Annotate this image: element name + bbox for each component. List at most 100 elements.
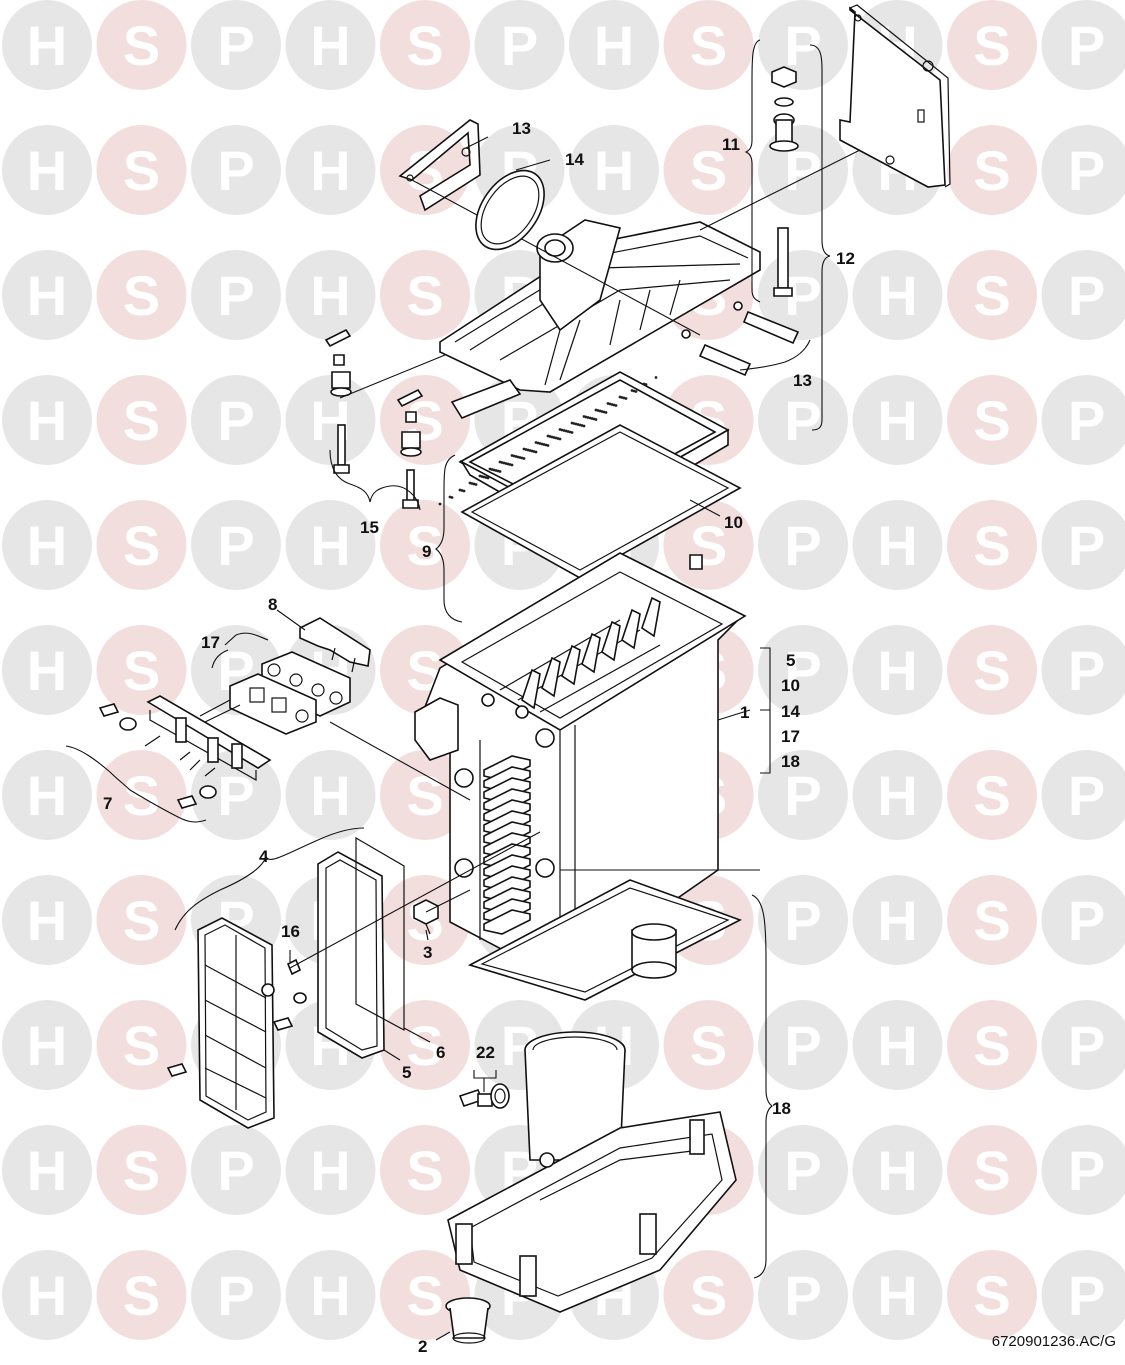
perforation: [605, 411, 608, 414]
watermark-letter: S: [973, 514, 1010, 577]
watermark-letter: H: [27, 764, 67, 827]
cover-plate-4: [168, 918, 306, 1128]
perforation: [559, 438, 562, 441]
perforation: [439, 503, 442, 506]
watermark-letter: S: [973, 14, 1010, 77]
label-10-gasket: 10: [724, 513, 743, 532]
watermark-letter: S: [973, 764, 1010, 827]
perforation: [571, 431, 574, 434]
watermark-letter: S: [123, 139, 160, 202]
watermark-letter: P: [1068, 1014, 1105, 1077]
watermark-letter: P: [784, 14, 821, 77]
door-gasket-5: [318, 852, 384, 1058]
watermark-letter: S: [123, 1139, 160, 1202]
label-1: 1: [740, 703, 749, 722]
watermark-letter: H: [27, 264, 67, 327]
watermark-letter: P: [784, 889, 821, 952]
watermark-letter: H: [877, 514, 917, 577]
watermark-letter: P: [217, 139, 254, 202]
watermark-letter: H: [27, 389, 67, 452]
watermark-letter: S: [123, 889, 160, 952]
watermark-letter: S: [973, 1014, 1010, 1077]
watermark-letter: H: [310, 264, 350, 327]
label-18-sump: 18: [772, 1099, 791, 1118]
watermark-letter: H: [27, 514, 67, 577]
watermark-letter: H: [27, 1264, 67, 1327]
watermark-letter: P: [784, 764, 821, 827]
perforation: [645, 383, 648, 386]
watermark-letter: H: [27, 639, 67, 702]
watermark-letter: S: [690, 14, 727, 77]
label-5-list: 5: [786, 651, 795, 670]
watermark-letter: P: [784, 1264, 821, 1327]
watermark-letter: H: [310, 139, 350, 202]
watermark-letter: S: [973, 889, 1010, 952]
watermark-letter: S: [406, 264, 443, 327]
watermark-letter: H: [594, 14, 634, 77]
watermark-letter: P: [1068, 14, 1105, 77]
watermark-letter: S: [406, 1264, 443, 1327]
watermark-letter: H: [27, 889, 67, 952]
label-9: 9: [422, 542, 431, 561]
label-22: 22: [476, 1043, 495, 1062]
watermark-letter: H: [27, 139, 67, 202]
watermark-letter: S: [973, 639, 1010, 702]
watermark-letter: H: [877, 1014, 917, 1077]
watermark-letter: P: [217, 264, 254, 327]
label-16: 16: [281, 922, 300, 941]
watermark-letter: H: [594, 139, 634, 202]
watermark-letter: P: [1068, 1139, 1105, 1202]
watermark-letter: S: [123, 389, 160, 452]
watermark-letter: P: [217, 764, 254, 827]
watermark-letter: S: [123, 1264, 160, 1327]
watermark-letter: S: [973, 139, 1010, 202]
watermark-letter: S: [406, 764, 443, 827]
watermark-letter: S: [973, 1264, 1010, 1327]
watermark-letter: P: [1068, 764, 1105, 827]
watermark-letter: P: [1068, 889, 1105, 952]
watermark-letter: P: [217, 514, 254, 577]
watermark-letter: H: [310, 14, 350, 77]
label-13-top: 13: [512, 119, 531, 138]
watermark-letter: H: [877, 264, 917, 327]
watermark-letter: P: [784, 1139, 821, 1202]
perforation: [595, 418, 598, 421]
watermark-letter: H: [877, 764, 917, 827]
perforation: [451, 496, 454, 499]
watermark-letter: S: [123, 514, 160, 577]
watermark-letter: S: [123, 764, 160, 827]
label-10-list: 10: [781, 676, 800, 695]
label-11: 11: [722, 135, 740, 154]
label-3: 3: [423, 943, 432, 962]
perforation: [655, 376, 658, 379]
label-8: 8: [268, 595, 277, 614]
label-15: 15: [360, 518, 379, 537]
watermark-letter: S: [690, 1264, 727, 1327]
perforation: [487, 477, 490, 480]
watermark-letter: P: [217, 389, 254, 452]
perforation: [523, 457, 526, 460]
label-2: 2: [418, 1337, 427, 1356]
perforation: [511, 464, 514, 467]
watermark-letter: P: [501, 14, 538, 77]
watermark-letter: H: [27, 14, 67, 77]
watermark-letter: P: [217, 14, 254, 77]
perforation: [475, 483, 478, 486]
watermark-letter: P: [1068, 639, 1105, 702]
watermark-letter: H: [877, 389, 917, 452]
label-4: 4: [259, 847, 269, 866]
watermark-letter: P: [1068, 514, 1105, 577]
watermark-letter: P: [1068, 139, 1105, 202]
watermark-letter: H: [877, 639, 917, 702]
label-12: 12: [836, 249, 855, 268]
watermark-letter: P: [1068, 1264, 1105, 1327]
watermark-letter: H: [877, 1264, 917, 1327]
label-6: 6: [436, 1043, 445, 1062]
drawing-reference: 6720901236.AC/G: [992, 1333, 1116, 1350]
cap-2: [446, 1298, 490, 1343]
watermark-letter: H: [310, 1139, 350, 1202]
perforation: [463, 490, 466, 493]
watermark-letter: H: [27, 1139, 67, 1202]
label-7: 7: [103, 794, 112, 813]
